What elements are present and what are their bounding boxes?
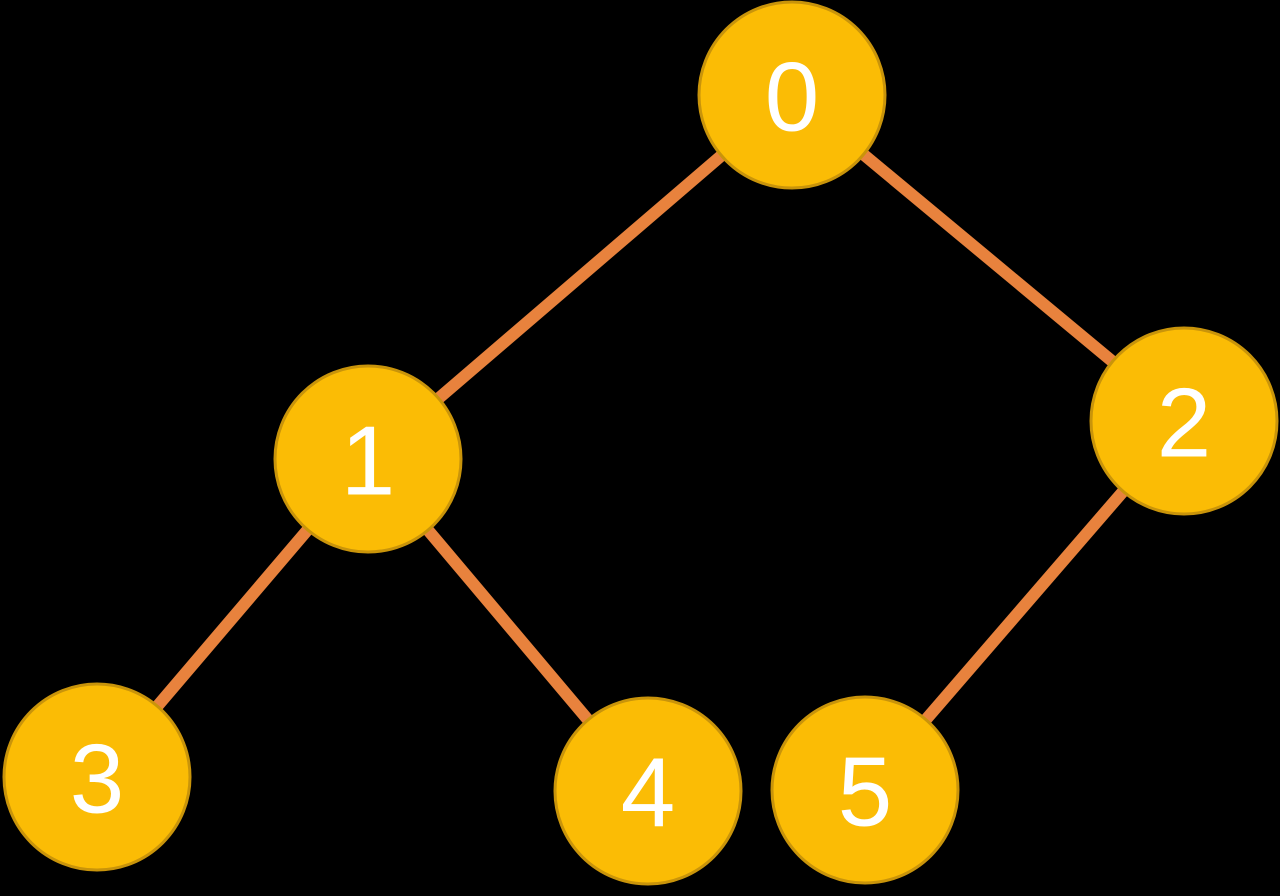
node-circle-2 bbox=[1089, 326, 1279, 516]
node-circle-3 bbox=[2, 682, 192, 872]
node-label-1: 1 bbox=[341, 405, 396, 515]
tree-node-3: 3 bbox=[2, 682, 192, 872]
tree-node-2: 2 bbox=[1089, 326, 1279, 516]
node-circle-1 bbox=[273, 364, 463, 554]
tree-node-0: 0 bbox=[697, 0, 887, 190]
tree-node-5: 5 bbox=[770, 695, 960, 885]
edges-layer bbox=[92, 90, 1189, 795]
node-label-3: 3 bbox=[70, 723, 125, 833]
node-label-5: 5 bbox=[838, 736, 893, 846]
node-label-4: 4 bbox=[621, 737, 676, 847]
tree-node-4: 4 bbox=[553, 696, 743, 886]
node-label-0: 0 bbox=[765, 41, 820, 151]
node-label-2: 2 bbox=[1157, 367, 1212, 477]
node-circle-5 bbox=[770, 695, 960, 885]
tree-node-1: 1 bbox=[273, 364, 463, 554]
node-circle-0 bbox=[697, 0, 887, 190]
node-circle-4 bbox=[553, 696, 743, 886]
